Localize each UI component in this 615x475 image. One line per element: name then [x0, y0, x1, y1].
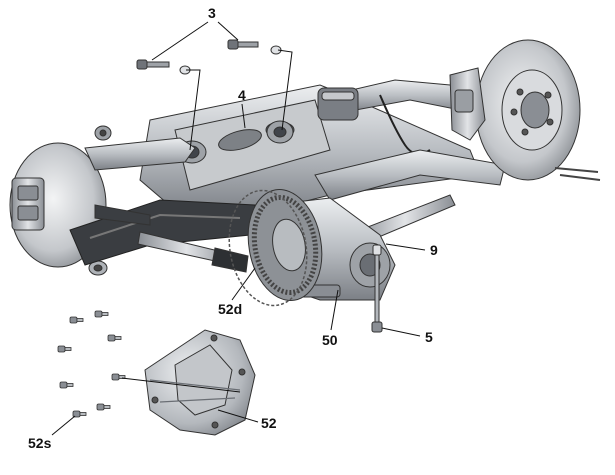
- callout-5: 5: [425, 329, 433, 345]
- cover-bolt-7: [96, 403, 111, 411]
- bolt-3-left: [136, 59, 191, 75]
- cover-bolt-1: [69, 316, 84, 324]
- upper-control-arm-right: [317, 79, 471, 155]
- callout-52s: 52s: [28, 435, 52, 451]
- leader-9: [385, 243, 426, 251]
- right-brake-disc: [475, 39, 581, 181]
- callout-52: 52: [261, 415, 277, 431]
- cover-bolt-6: [59, 381, 74, 389]
- cover-bolt-3: [107, 334, 122, 342]
- leader-52: [217, 409, 259, 423]
- leader-3a: [151, 21, 209, 61]
- bolt-5: [371, 244, 383, 333]
- cover-bolts: [57, 310, 126, 418]
- bolt-3-guide-lines: [186, 49, 293, 151]
- callout-9: 9: [430, 242, 438, 258]
- ring-gear: [247, 188, 323, 302]
- cover-bolt-5: [111, 373, 126, 381]
- leader-52s: [51, 415, 76, 436]
- leader-3b: [217, 21, 239, 41]
- leader-50: [330, 289, 339, 331]
- drive-shaft-left: [94, 204, 249, 273]
- callout-52d: 52d: [218, 301, 243, 317]
- leader-lines: [51, 21, 426, 436]
- callout-3: 3: [208, 5, 216, 21]
- bolt-3-right: [227, 39, 282, 55]
- differential-cover: [144, 329, 256, 436]
- cover-bolt-guide-line: [121, 377, 241, 393]
- leader-5: [381, 327, 421, 337]
- leader-4: [241, 103, 246, 129]
- cover-bolt-8: [72, 410, 87, 418]
- callout-50: 50: [322, 332, 338, 348]
- leader-52d: [231, 267, 256, 301]
- upper-control-arm-left: [84, 125, 196, 171]
- right-brake-caliper: [449, 67, 486, 141]
- cover-gasket: [228, 189, 308, 307]
- cover-bolt-4: [57, 345, 72, 353]
- callout-4: 4: [238, 87, 246, 103]
- cover-bolt-2: [94, 310, 109, 318]
- right-brake-line: [554, 167, 601, 181]
